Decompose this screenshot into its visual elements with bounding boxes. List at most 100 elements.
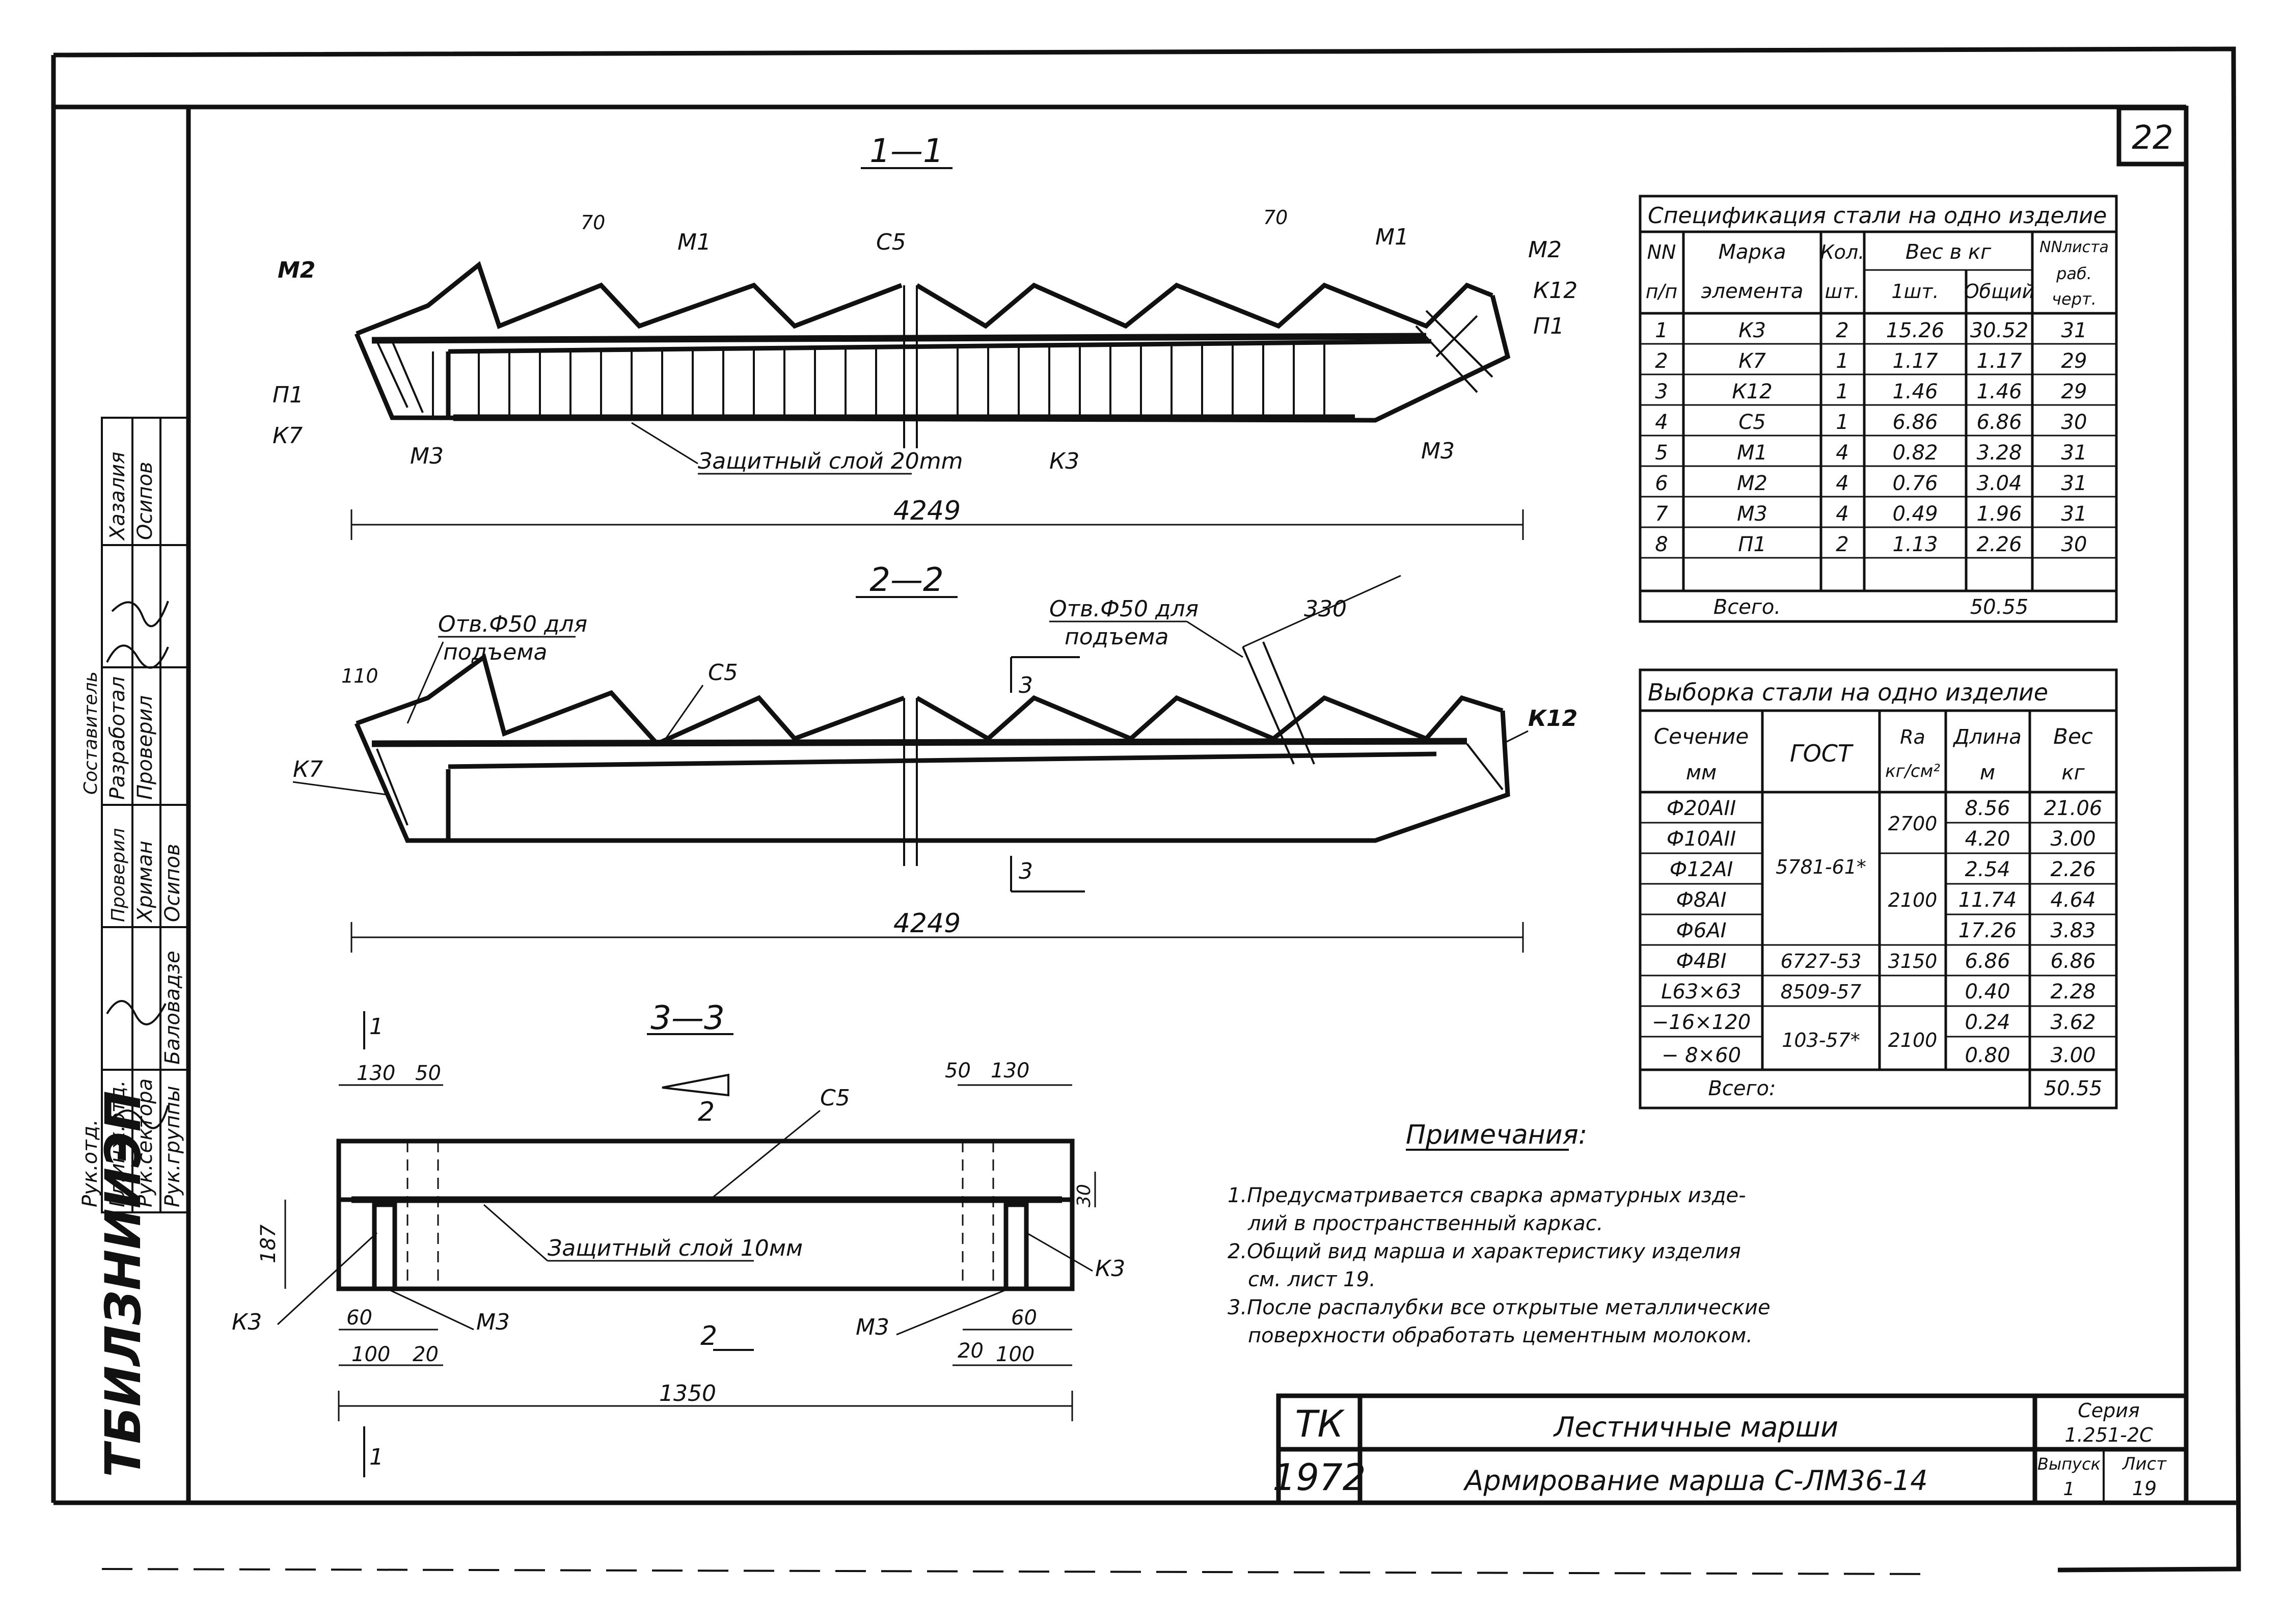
table-cell: К12 — [1732, 380, 1772, 403]
table-row: Ф8АI 11.74 4.64 — [1676, 888, 2096, 912]
spec-h-qty-2: шт. — [1825, 280, 1860, 303]
label-k7-left: К7 — [273, 423, 303, 449]
table-cell: 0.40 — [1965, 980, 2010, 1004]
spec-h-w1: 1шт. — [1891, 280, 1939, 303]
cut-mark-1-top: 1 — [369, 1014, 384, 1040]
sheet-value: 19 — [2132, 1477, 2157, 1500]
table-row: 2 К7 1 1.17 1.17 29 — [1655, 349, 2087, 373]
section-2-2-title: 2—2 — [869, 561, 943, 599]
dim-top-130-right: 130 — [991, 1059, 1029, 1082]
gost-group-2: 6727-53 — [1781, 950, 1862, 972]
gost-group-3: 8509-57 — [1781, 981, 1862, 1003]
notes-title: Примечания: — [1406, 1120, 1587, 1150]
table-cell: 4.20 — [1965, 827, 2010, 851]
note-line-4: см. лист 19. — [1248, 1268, 1376, 1291]
label-m2-right: М2 — [1528, 237, 1562, 263]
label-c5: С5 — [876, 229, 906, 255]
dim-bottom-60-right: 60 — [1011, 1306, 1037, 1330]
table-cell: 8.56 — [1965, 797, 2010, 820]
table-row: −16×120 0.24 3.62 — [1652, 1011, 2096, 1034]
table-cell: 3.28 — [1976, 441, 2022, 465]
table-cell: 29 — [2061, 380, 2087, 403]
table-row: 3 К12 1 1.46 1.46 29 — [1655, 380, 2087, 403]
hole-note-right: Отв.Ф50 для — [1049, 596, 1199, 622]
table-row: 8 П1 2 1.13 2.26 30 — [1655, 533, 2087, 556]
table-cell: −16×120 — [1652, 1011, 1751, 1034]
sample-h-section-1: Сечение — [1654, 724, 1749, 749]
table-cell: 1.46 — [1892, 380, 1938, 403]
spec-h-wtotal: Общий — [1964, 280, 2035, 303]
sample-total-label: Всего: — [1708, 1077, 1776, 1100]
table-cell: 4 — [1655, 411, 1668, 434]
dim-bottom-20-right: 20 — [958, 1339, 984, 1363]
cover-note-3-3: Защитный слой 10мм — [548, 1235, 803, 1261]
table-row: Ф10АII 4.20 3.00 — [1667, 827, 2096, 851]
stamp-role-1: Рук.группы — [161, 1086, 184, 1207]
table-cell: 4.64 — [2050, 888, 2096, 912]
dim-bottom-100-right: 100 — [996, 1343, 1035, 1366]
table-cell: 2 — [1836, 533, 1848, 556]
cut-mark-3-bottom: 3 — [1019, 858, 1033, 884]
stamp-header-1: Проверил — [108, 828, 129, 922]
table-cell: 29 — [2061, 349, 2087, 373]
spec-h-mark-1: Марка — [1718, 240, 1786, 264]
table-cell: 3.62 — [2050, 1011, 2096, 1034]
dim-bottom-60-left: 60 — [346, 1306, 372, 1330]
title-block: ТК 1972 Лестничные марши Армирование мар… — [1272, 1393, 2189, 1505]
dim-1350: 1350 — [659, 1381, 716, 1406]
table-row: Ф12АI 2.54 2.26 — [1670, 858, 2096, 881]
view-mark-2-top: 2 — [698, 1097, 715, 1127]
cut-mark-1-bottom: 1 — [369, 1444, 384, 1470]
sample-h-gost: ГОСТ — [1790, 740, 1854, 767]
section-1-1-title: 1—1 — [869, 132, 943, 170]
table-cell: 1 — [1655, 319, 1668, 342]
table-cell: П1 — [1738, 533, 1766, 556]
stamp-label-4: Осипов — [133, 462, 157, 540]
ra-group-1: 2700 — [1888, 813, 1938, 835]
sample-h-ra-1: Rа — [1900, 726, 1925, 748]
spec-h-num-1: NN — [1647, 241, 1676, 263]
issue-label: Выпуск — [2037, 1454, 2101, 1474]
sample-total-value: 50.55 — [2044, 1077, 2103, 1100]
table-cell: 17.26 — [1958, 919, 2017, 942]
title-code: ТК — [1295, 1402, 1345, 1445]
table-cell: 1.46 — [1976, 380, 2022, 403]
table-cell: С5 — [1738, 411, 1765, 434]
section-2-2: 2—2 4249 110 330 Отв.Ф50 для подъема Отв… — [292, 561, 1577, 953]
table-row: − 8×60 0.80 3.00 — [1662, 1044, 2096, 1067]
dim-top-50-left: 50 — [415, 1062, 441, 1085]
table-cell: 1.17 — [1976, 349, 2022, 373]
note-line-1: 1.Предусматривается сварка арматурных из… — [1228, 1184, 1746, 1207]
table-cell: 8 — [1655, 533, 1668, 556]
table-cell: 4 — [1836, 472, 1848, 495]
table-cell: 4 — [1836, 502, 1848, 526]
table-cell: 1.96 — [1976, 502, 2022, 526]
sample-table-title: Выборка стали на одно изделие — [1648, 679, 2048, 706]
spec-total-value: 50.55 — [1970, 596, 2029, 619]
spec-table: Спецификация стали на одно изделие NN п/… — [1639, 195, 2118, 623]
label-k12: К12 — [1533, 278, 1577, 304]
hole-note-right-2: подъема — [1065, 624, 1168, 650]
sample-table-rows: Ф20АII 8.56 21.06 Ф10АII 4.20 3.00 Ф12АI… — [1652, 797, 2102, 1067]
label-k7-2-2: К7 — [293, 756, 323, 782]
table-cell: 2.26 — [2050, 858, 2096, 881]
table-cell: 0.76 — [1892, 472, 1938, 495]
table-cell: Ф8АI — [1676, 888, 1726, 912]
stamp-label-1: Разработал — [106, 676, 129, 800]
table-cell: 1.13 — [1892, 533, 1938, 556]
dim-top-50-right: 50 — [945, 1059, 971, 1082]
spec-table-rows: 1 К3 2 15.26 30.52 31 2 К7 1 1.17 1.17 2… — [1655, 319, 2087, 556]
table-cell: 2.54 — [1965, 858, 2010, 881]
table-cell: 6.86 — [1892, 411, 1938, 434]
sheet-frame: 22 — [51, 46, 2241, 1575]
label-m1-right: М1 — [1375, 224, 1409, 250]
sample-h-weight-2: кг — [2061, 761, 2085, 784]
table-cell: 30.52 — [1970, 319, 2029, 342]
dim-70-right: 70 — [1263, 206, 1288, 229]
table-cell: К7 — [1738, 349, 1766, 373]
table-cell: 2.28 — [2050, 980, 2096, 1004]
table-row: 6 М2 4 0.76 3.04 31 — [1655, 472, 2087, 495]
label-k3: К3 — [1049, 448, 1079, 474]
table-cell: 31 — [2061, 502, 2087, 526]
